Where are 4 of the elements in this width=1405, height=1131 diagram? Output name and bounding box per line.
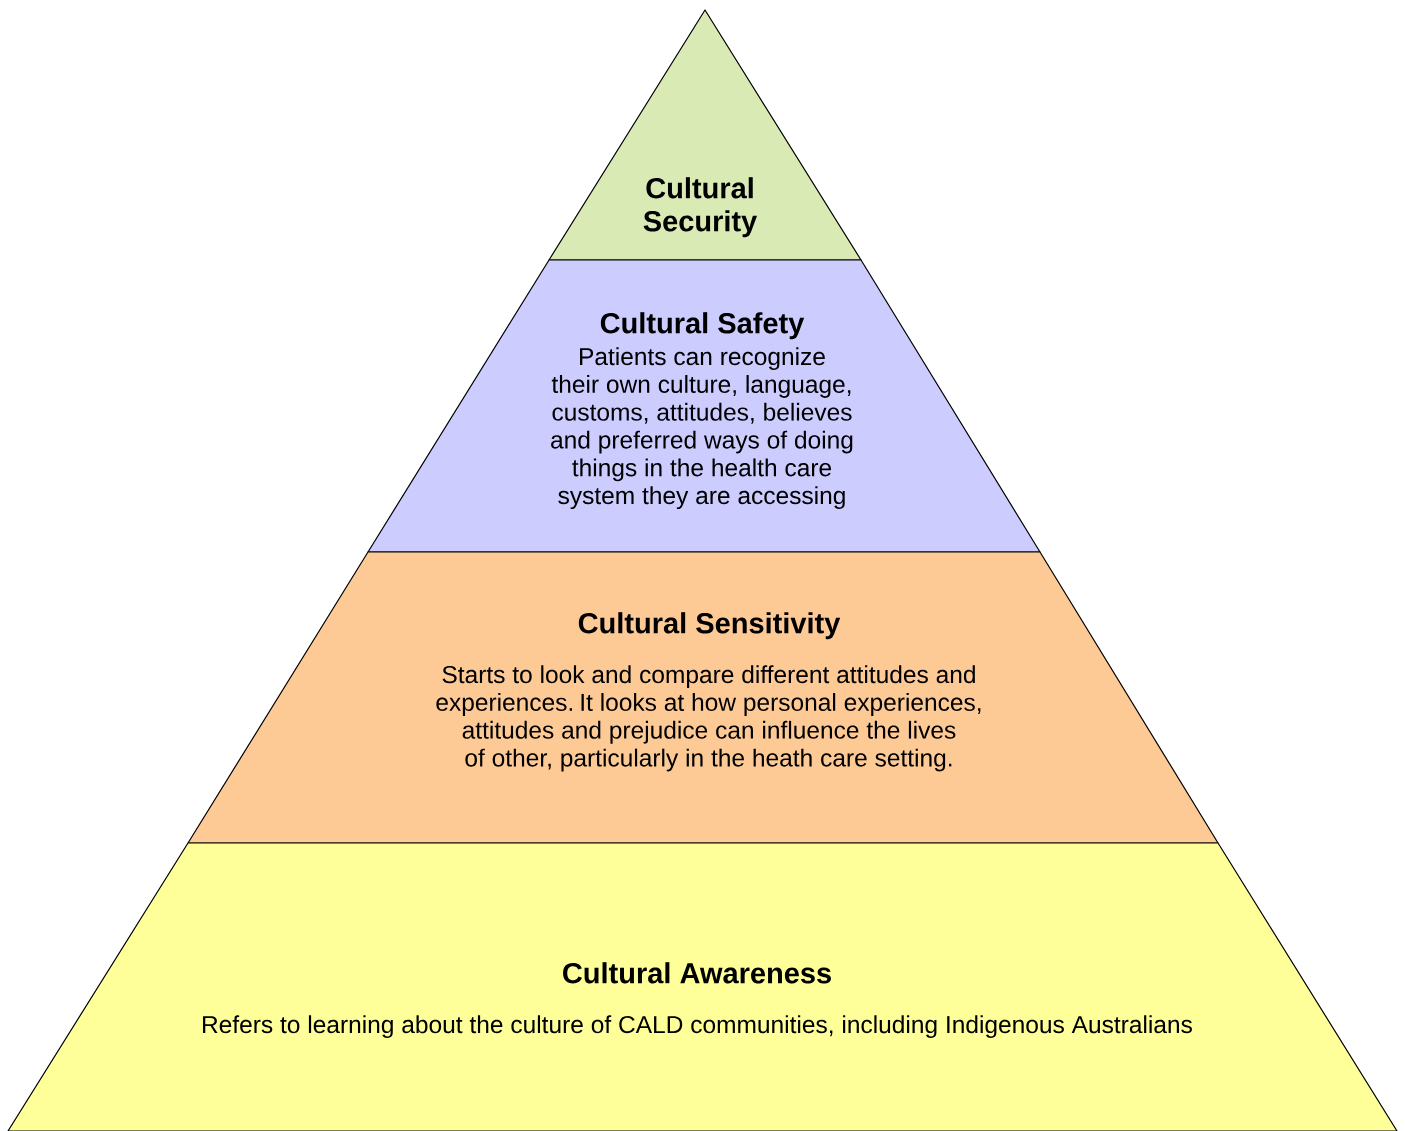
pyramid-level: Cultural Awareness Refers to learning about the culture of CALD communities, including Indigenous Australians <box>7 842 1398 1131</box>
pyramid-level: Cultural Sensitivity Starts to look and compare different attitudes and experiences. It looks at how personal experiences, attitudes and prejudice can influence the lives of other, particularly in the heath care setting. <box>187 551 1219 844</box>
pyramid-level: Cultural Safety Patients can recognize their own culture, language, customs, attitudes, believes and preferred ways of doing things in the health care system they are accessing <box>367 259 1041 553</box>
pyramid-level: Cultural Security <box>548 9 862 261</box>
